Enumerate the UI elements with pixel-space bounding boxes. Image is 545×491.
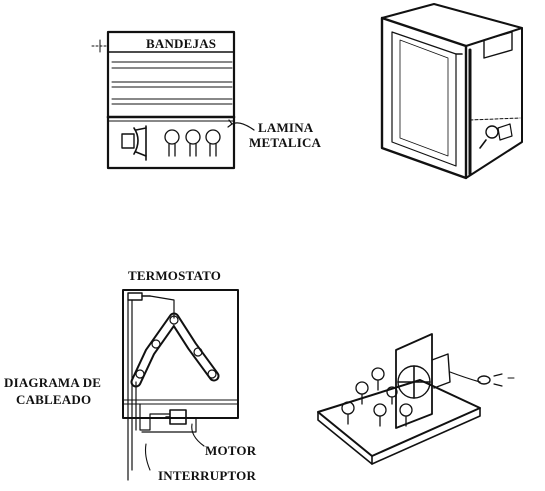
wiring-diagram-label-line1: DIAGRAMA DE	[4, 375, 102, 390]
thermostat-icon	[127, 292, 151, 301]
motor-label: MOTOR	[205, 443, 257, 458]
switch-label: INTERRUPTOR	[158, 468, 257, 483]
thermostat-label: TERMOSTATO	[128, 268, 222, 283]
light-bulb-icon	[341, 367, 413, 427]
cross-section-figure	[91, 30, 255, 170]
wiring-diagram-figure	[122, 289, 239, 481]
light-bulb-icon	[164, 129, 221, 157]
wiring-diagram-label-line2: CABLEADO	[16, 392, 92, 407]
electric-plug-icon	[477, 373, 515, 387]
sheet-metal-label-line2: METALICA	[249, 135, 322, 150]
bulb-board-figure	[317, 333, 515, 465]
motor-icon	[165, 409, 187, 425]
sheet-metal-label-line1: LAMINA	[258, 120, 314, 135]
motor-icon	[479, 123, 513, 149]
fan-icon	[121, 125, 147, 161]
fan-icon	[395, 333, 451, 429]
cabinet-isometric-figure	[380, 3, 523, 180]
trays-label: BANDEJAS	[146, 36, 217, 51]
tray-lines	[111, 61, 233, 105]
